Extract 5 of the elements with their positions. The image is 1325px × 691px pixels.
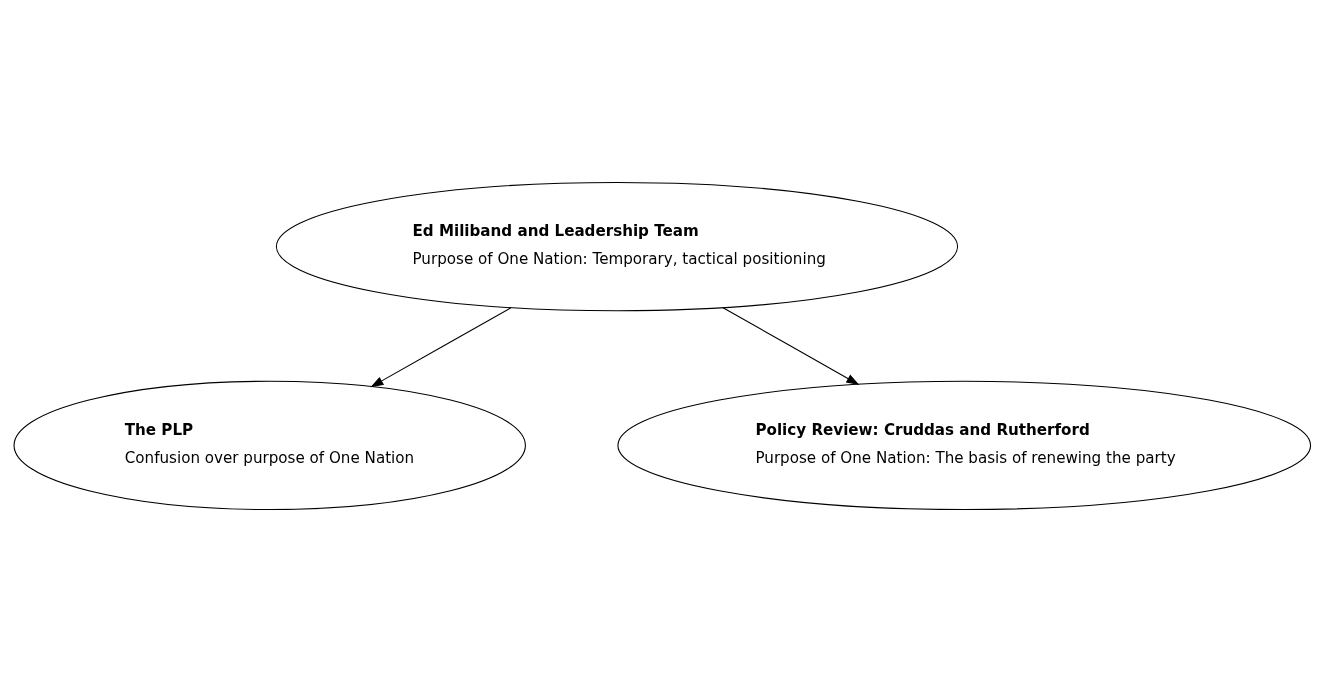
node-ellipse: The PLP Confusion over purpose of One Nation: [13, 380, 526, 510]
node-ellipse: Ed Miliband and Leadership Team Purpose of One Nation: Temporary, tactical positioning: [275, 181, 959, 311]
node-ellipse: Policy Review: Cruddas and Rutherford Purpose of One Nation: The basis of renewing the party: [617, 380, 1312, 510]
arrow: [722, 306, 860, 385]
arrow: [370, 306, 512, 387]
